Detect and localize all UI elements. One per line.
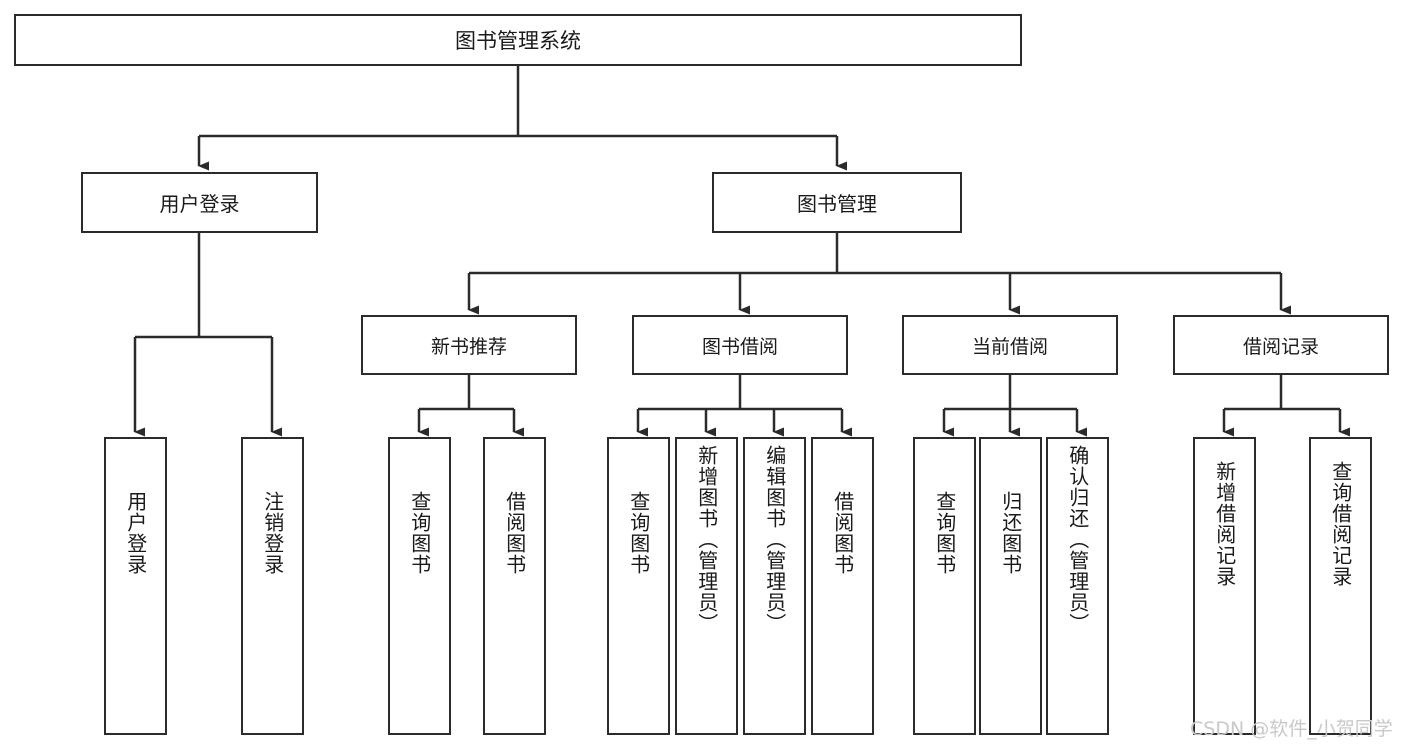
leaf-label: 注销登录	[260, 491, 285, 575]
leaf-label: 查询图书	[407, 491, 432, 575]
leaf-book-borrow-borrow[interactable]: 借阅图书	[811, 437, 874, 735]
node-borrow-record[interactable]: 借阅记录	[1173, 315, 1389, 375]
leaf-label: 归还图书	[998, 491, 1023, 575]
leaf-user-login-logout[interactable]: 注销登录	[241, 437, 304, 735]
leaf-current-borrow-return[interactable]: 归还图书	[979, 437, 1042, 735]
node-new-book-recommend-label: 新书推荐	[430, 335, 507, 358]
leaf-user-login-login[interactable]: 用户登录	[104, 437, 167, 735]
node-root-label: 图书管理系统	[455, 29, 581, 53]
leaf-label: 新增借阅记录	[1212, 461, 1237, 587]
node-book-management[interactable]: 图书管理	[712, 172, 962, 233]
leaf-current-borrow-query[interactable]: 查询图书	[913, 437, 976, 735]
node-root[interactable]: 图书管理系统	[14, 14, 1022, 66]
leaf-new-book-borrow[interactable]: 借阅图书	[483, 437, 546, 735]
leaf-label: 借阅图书	[830, 491, 855, 575]
node-book-borrow[interactable]: 图书借阅	[632, 315, 848, 375]
leaf-book-borrow-edit[interactable]: 编辑图书（管理员）	[743, 437, 806, 735]
leaf-book-borrow-query[interactable]: 查询图书	[607, 437, 670, 735]
node-current-borrow[interactable]: 当前借阅	[902, 315, 1118, 375]
leaf-label: 借阅图书	[502, 491, 527, 575]
leaf-label: 查询图书	[626, 491, 651, 575]
leaf-label: 确认归还（管理员）	[1065, 445, 1090, 634]
node-user-login-label: 用户登录	[159, 192, 240, 216]
leaf-book-borrow-add[interactable]: 新增图书（管理员）	[675, 437, 738, 735]
node-book-borrow-label: 图书借阅	[701, 335, 778, 358]
leaf-label: 编辑图书（管理员）	[762, 445, 787, 634]
leaf-current-borrow-confirm[interactable]: 确认归还（管理员）	[1046, 437, 1109, 735]
leaf-label: 新增图书（管理员）	[694, 445, 719, 634]
leaf-label: 查询借阅记录	[1328, 461, 1353, 587]
node-book-management-label: 图书管理	[797, 192, 877, 216]
leaf-label: 用户登录	[123, 491, 148, 575]
leaf-borrow-record-query[interactable]: 查询借阅记录	[1309, 437, 1372, 735]
leaf-label: 查询图书	[932, 491, 957, 575]
node-new-book-recommend[interactable]: 新书推荐	[361, 315, 577, 375]
leaf-new-book-query[interactable]: 查询图书	[388, 437, 451, 735]
node-borrow-record-label: 借阅记录	[1242, 335, 1319, 358]
watermark: CSDN @软件_小贺同学	[1190, 718, 1393, 740]
leaf-borrow-record-add[interactable]: 新增借阅记录	[1193, 437, 1256, 735]
node-user-login[interactable]: 用户登录	[81, 172, 318, 233]
node-current-borrow-label: 当前借阅	[971, 335, 1048, 358]
